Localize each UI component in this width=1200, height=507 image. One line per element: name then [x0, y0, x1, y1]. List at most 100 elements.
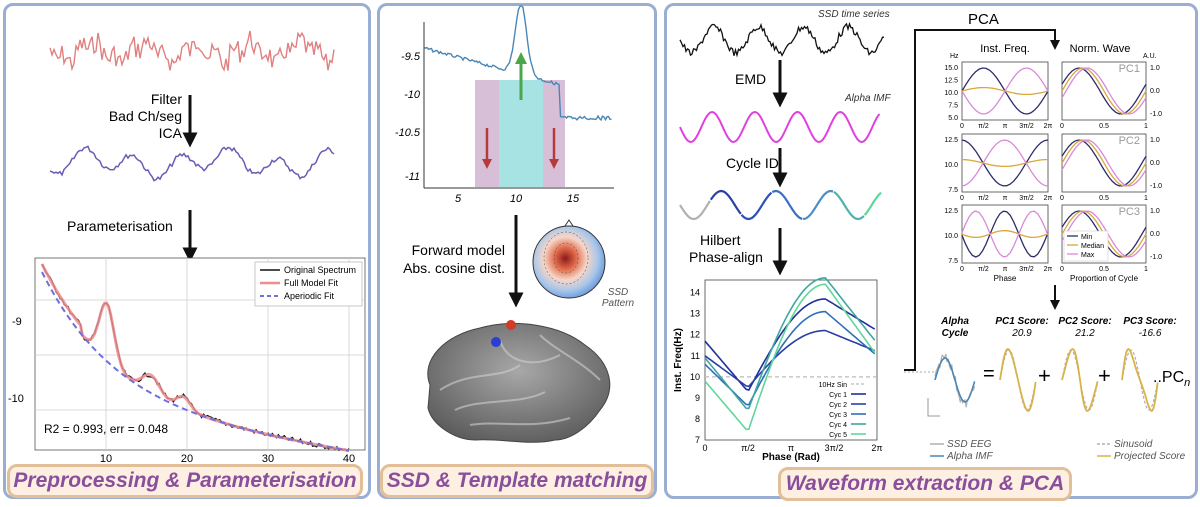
phase-xtick: 2π [871, 443, 882, 453]
spectrum-ytick-1: -9 [12, 316, 22, 328]
phase-ytick: 12 [690, 330, 700, 340]
filter-label: Filter [151, 91, 182, 107]
legend-ssd-eeg: SSD EEG [947, 439, 992, 450]
pc-left-ytick: 7.5 [948, 103, 958, 110]
spectrum-xtick-3: 30 [262, 453, 274, 465]
phase-legend-entry: 10Hz Sin [819, 382, 848, 389]
pc-xtick-prop: 0.5 [1099, 123, 1109, 130]
ssd-spectrum-plot: -9.5 -10 -10.5 -11 5 10 15 [395, 5, 614, 205]
pc-label: PC3 [1119, 206, 1140, 218]
legend-alpha-imf: Alpha IMF [946, 451, 993, 462]
pc-xtick-phase: 0 [960, 195, 964, 202]
legend-aperiodic: Aperiodic Fit [284, 291, 335, 301]
phase-ytick: 14 [690, 288, 700, 298]
pc-xtick-phase: π [1003, 266, 1008, 273]
pca-arrow [904, 29, 1060, 371]
pc-xtick-prop: 1 [1144, 266, 1148, 273]
phase-align-label: Phase-align [689, 249, 763, 265]
caption-preprocessing: Preprocessing & Parameterisation [7, 464, 363, 498]
pc-xtick-prop: 1 [1144, 195, 1148, 202]
pc1-score-value: 20.9 [1011, 328, 1032, 339]
ssd-time-series-trace [679, 21, 885, 58]
alpha-imf-label: Alpha IMF [844, 93, 891, 104]
plus-sign-1: + [1038, 363, 1051, 388]
cortex-brain-render [427, 320, 611, 443]
pc-xtick-prop: 0.5 [1099, 195, 1109, 202]
filtered-eeg-trace [49, 145, 335, 182]
pc-xtick-prop: 0 [1060, 266, 1064, 273]
ssd-xtick-1: 5 [455, 193, 462, 205]
bad-channel-label: Bad Ch/seg [109, 108, 182, 124]
ssd-ytick-1: -9.5 [401, 51, 421, 63]
pc-right-ytick: 1.0 [1150, 208, 1160, 215]
alpha-cycle-label-2: Cycle [942, 328, 969, 339]
pc-left-ytick: 5.0 [948, 115, 958, 122]
pc-left-ytick: 10.0 [944, 90, 958, 97]
ssd-pattern-head [532, 219, 606, 299]
caption-waveform: Waveform extraction & PCA [778, 467, 1072, 501]
cycle-segment [802, 189, 834, 221]
parameterisation-label: Parameterisation [67, 218, 173, 234]
phase-legend-entry: Cyc 2 [829, 402, 847, 409]
hilbert-label: Hilbert [700, 232, 741, 248]
ssd-spectrum-line [423, 5, 612, 122]
pc-left-ytick: 10.0 [944, 162, 958, 169]
hz-unit: Hz [950, 53, 959, 60]
ica-label: ICA [159, 125, 183, 141]
phase-ytick: 9 [695, 393, 700, 403]
pc-xtick-prop: 0 [1060, 123, 1064, 130]
pc-xtick-phase: 2π [1044, 195, 1053, 202]
pc-xtick-phase: 3π/2 [1019, 195, 1034, 202]
pc-xtick-phase: π [1003, 123, 1008, 130]
pc-left-ytick: 15.0 [944, 65, 958, 72]
phase-ytick: 8 [695, 414, 700, 424]
ssd-xtick-3: 15 [567, 193, 580, 205]
phase-legend-entry: Cyc 4 [829, 422, 847, 429]
cycle-segment [709, 189, 742, 215]
cosine-distance-label: Abs. cosine dist. [403, 260, 505, 276]
pc-xtick-phase: π/2 [978, 123, 989, 130]
pc-xtick-phase: 2π [1044, 123, 1053, 130]
pc-xtick-prop: 0 [1060, 195, 1064, 202]
cycle-segment [740, 191, 773, 221]
phase-ytick: 10 [690, 372, 700, 382]
pc-xlabel-phase: Phase [994, 274, 1017, 283]
cycle-decomposition [927, 347, 1159, 417]
pc-left-ytick: 7.5 [948, 258, 958, 265]
emd-label: EMD [735, 71, 766, 87]
pc-n-label: ..PCn [1153, 369, 1190, 389]
pc-left-ytick: 10.0 [944, 233, 958, 240]
pc-right-ytick: -1.0 [1150, 254, 1162, 261]
alpha-cycle-label-1: Alpha [940, 316, 969, 327]
pc2-score-title: PC2 Score: [1058, 316, 1111, 327]
ssd-xtick-2: 10 [510, 193, 523, 205]
spectrum-xtick-1: 10 [100, 453, 112, 465]
phase-xtick: 0 [702, 443, 707, 453]
legend-sinusoid: Sinusoid [1114, 439, 1153, 450]
inst-freq-header: Inst. Freq. [980, 43, 1030, 55]
ssd-timeseries-label: SSD time series [818, 9, 890, 20]
phase-cycle-line [704, 329, 876, 388]
phase-plot-ylabel: Inst. Freq(Hz) [673, 328, 684, 392]
phase-legend-entry: Cyc 1 [829, 392, 847, 399]
norm-wave-header: Norm. Wave [1070, 43, 1131, 55]
pc3-score-title: PC3 Score: [1123, 316, 1176, 327]
pc-left-ytick: 12.5 [944, 208, 958, 215]
phase-ytick: 11 [691, 351, 700, 361]
pc-xlabel-prop: Proportion of Cycle [1070, 274, 1139, 283]
spectrum-xtick-2: 20 [181, 453, 193, 465]
pc-xtick-phase: π/2 [978, 195, 989, 202]
phase-cycle-line [704, 283, 876, 431]
phase-legend-entry: Cyc 5 [829, 432, 847, 439]
pc-xtick-prop: 1 [1144, 123, 1148, 130]
pc-xtick-prop: 0.5 [1099, 266, 1109, 273]
pc-right-ytick: 0.0 [1150, 160, 1160, 167]
pc-xtick-phase: 0 [960, 266, 964, 273]
alpha-imf-trace [679, 110, 881, 144]
pc-xtick-phase: π [1003, 195, 1008, 202]
pc3-score-value: -16.6 [1139, 328, 1162, 339]
au-unit: A.U. [1143, 53, 1157, 60]
legend-full-fit: Full Model Fit [284, 278, 339, 288]
